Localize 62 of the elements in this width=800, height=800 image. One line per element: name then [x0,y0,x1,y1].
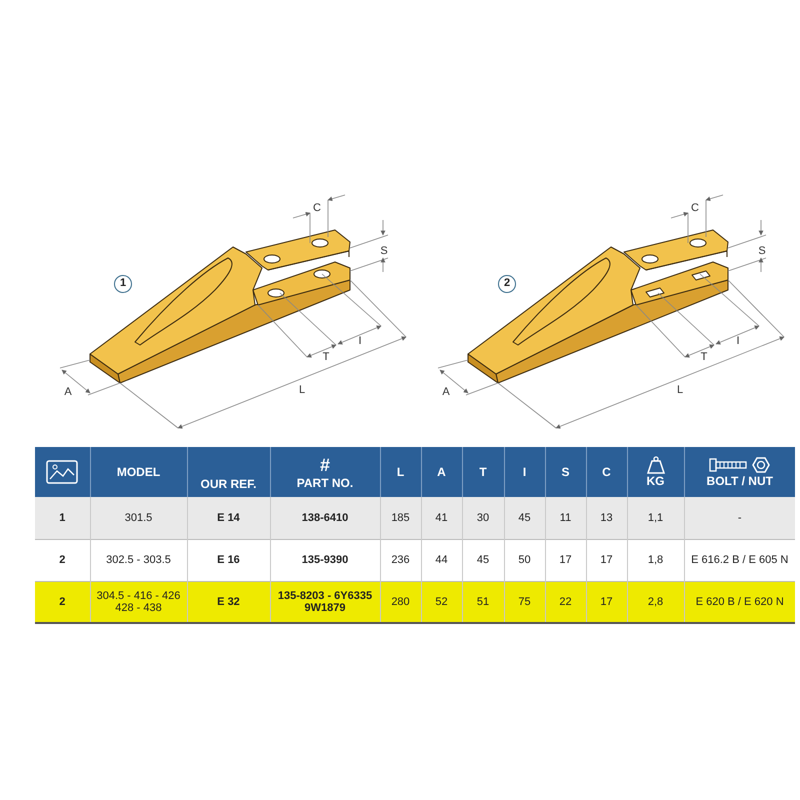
table-cell: 45 [504,497,545,539]
dimension-label: T [700,351,708,363]
table-cell: 52 [421,581,462,623]
table-cell: 2 [35,581,90,623]
table-cell: E 620 B / E 620 N [684,581,795,623]
column-header: C [601,465,612,479]
table-cell: - [684,497,795,539]
dimension-label: L [676,384,684,396]
table-cell: 51 [462,581,504,623]
dimension-label: A [64,386,72,398]
column-header: A [436,465,447,479]
dimension-label: I [358,335,362,347]
table-cell: 17 [545,539,586,581]
column-header: I [522,465,528,479]
table-cell: 2,8 [627,581,684,623]
table-cell: 22 [545,581,586,623]
column-header: L [396,465,406,479]
table-cell: 1,1 [627,497,684,539]
column-header: MODEL [116,465,162,479]
table-cell: 138-6410 [270,497,380,539]
table-cell: 45 [462,539,504,581]
table-cell: 135-9390 [270,539,380,581]
dimension-label: T [322,351,330,363]
table-cell: 301.5 [90,497,187,539]
table-cell: 41 [421,497,462,539]
table-cell: E 32 [187,581,270,623]
column-header: T [478,465,488,479]
table-cell: E 616.2 B / E 605 N [684,539,795,581]
table-cell: E 16 [187,539,270,581]
table-cell: 1,8 [627,539,684,581]
table-cell: 30 [462,497,504,539]
table-cell: E 14 [187,497,270,539]
table-cell: 75 [504,581,545,623]
table-cell: 50 [504,539,545,581]
table-cell: 11 [545,497,586,539]
dimension-label: S [380,245,388,257]
table-cell: 17 [586,581,627,623]
dimension-label: S [758,245,766,257]
dimension-label: L [298,384,306,396]
callout-number: 2 [498,275,516,293]
table-cell: 44 [421,539,462,581]
column-header: BOLT / NUT [706,474,774,488]
table-cell: 1 [35,497,90,539]
dimension-label: I [736,335,740,347]
dimension-label: C [691,202,699,214]
column-header: PART NO. [296,476,354,490]
table-cell: 304.5 - 416 - 426 428 - 438 [90,581,187,623]
table-cell: 302.5 - 303.5 [90,539,187,581]
column-header: S [560,465,570,479]
column-header: # [318,454,331,476]
table-cell: 13 [586,497,627,539]
table-cell: 185 [380,497,421,539]
column-header: OUR REF. [199,477,258,491]
table-cell: 280 [380,581,421,623]
callout-number: 1 [114,275,132,293]
dimension-label: A [442,386,450,398]
table-cell: 236 [380,539,421,581]
dimension-label: C [313,202,321,214]
table-cell: 2 [35,539,90,581]
table-cell: 17 [586,539,627,581]
column-header: KG [646,474,666,488]
table-cell: 135-8203 - 6Y6335 9W1879 [270,581,380,623]
